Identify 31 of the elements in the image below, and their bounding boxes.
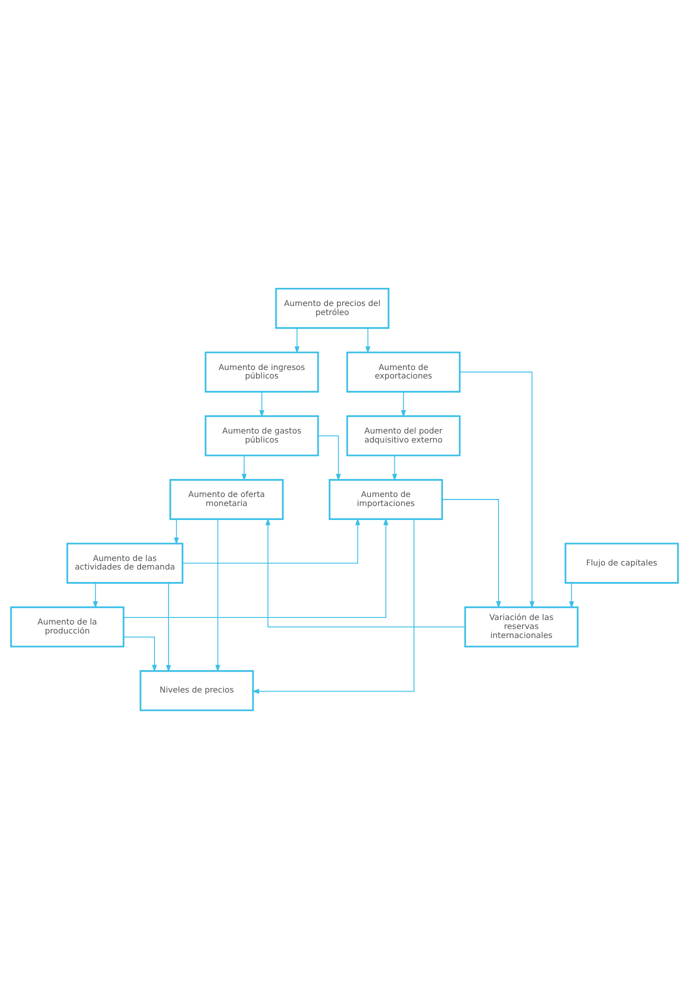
arrow — [182, 517, 360, 564]
node-box: Aumento de ingresos públicos — [204, 351, 319, 392]
arrow — [174, 518, 179, 544]
arrow — [459, 371, 535, 608]
node-box: Aumento de precios del petróleo — [275, 287, 390, 328]
node-box: Aumento de la producción — [10, 606, 124, 647]
arrow — [166, 582, 172, 672]
arrow — [318, 434, 341, 481]
arrow — [123, 636, 158, 672]
node-box: Flujo de capitales — [564, 542, 679, 584]
arrow — [365, 327, 370, 354]
arrow — [259, 390, 264, 417]
node-box: Niveles de precios — [140, 670, 254, 711]
arrow — [442, 498, 502, 608]
arrow — [400, 390, 406, 417]
arrow — [294, 327, 300, 354]
node-box: Aumento de las actividades de demanda — [66, 542, 184, 584]
arrow — [252, 518, 414, 694]
node-box: Aumento del poder adquisitivo externo — [346, 414, 461, 456]
node-box: Aumento de exportaciones — [346, 351, 461, 392]
arrow — [392, 454, 398, 481]
arrow — [92, 582, 98, 608]
node-box: Aumento de importaciones — [328, 478, 443, 520]
arrow — [265, 518, 466, 627]
node-box: Aumento de oferta monetaria — [169, 478, 284, 520]
arrow — [215, 518, 220, 672]
node-box: Variación de las reservas internacionales — [464, 606, 578, 647]
arrow — [123, 517, 388, 618]
arrow — [242, 454, 247, 481]
node-box: Aumento de gastos públicos — [204, 414, 319, 456]
arrow — [569, 582, 574, 608]
